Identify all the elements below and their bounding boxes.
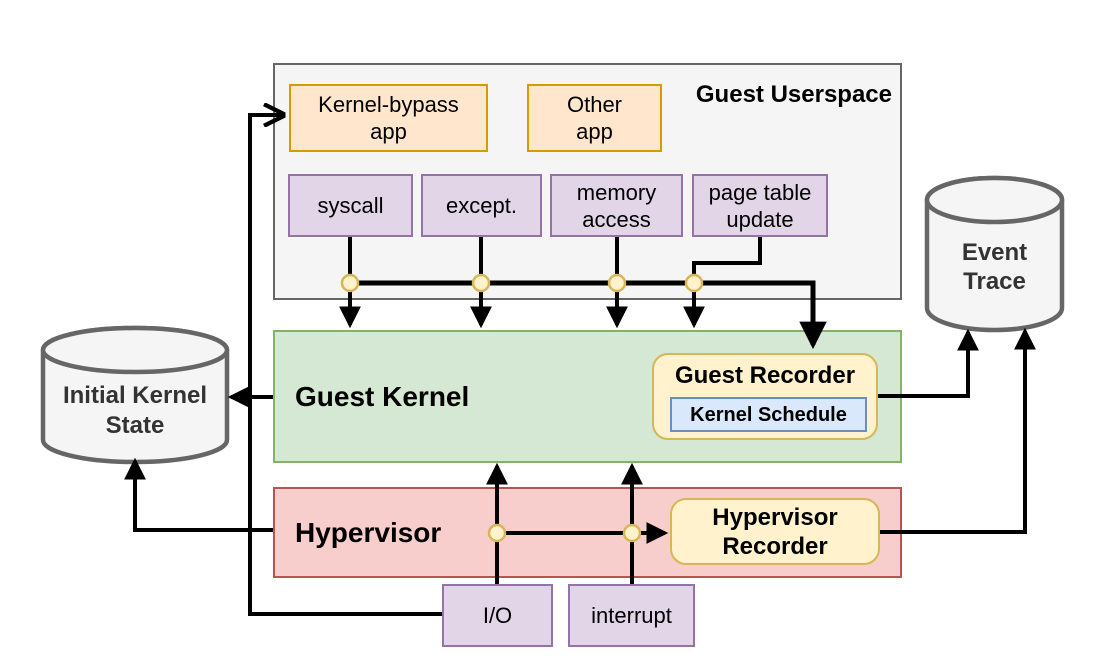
initial-kernel-state-label-line2: State xyxy=(105,412,165,439)
initial-kernel-state-label-line1: Initial Kernel xyxy=(62,382,208,409)
memory-access-label-line2: access xyxy=(582,206,651,232)
io-label: I/O xyxy=(482,603,513,628)
hypervisor-title: Hypervisor xyxy=(295,516,442,548)
other-app-label-line2: app xyxy=(576,119,613,144)
kernel-bypass-app-box: Kernel-bypass app xyxy=(289,84,488,152)
arrow-hypervisor-to-initial-kernel-state xyxy=(124,457,273,532)
io-box: I/O xyxy=(442,584,553,647)
guest-userspace-title: Guest Userspace xyxy=(695,80,892,108)
syscall-box: syscall xyxy=(288,174,413,237)
kernel-bypass-app-label-line2: app xyxy=(370,119,407,144)
exception-box: except. xyxy=(421,174,542,237)
hypervisor-recorder-box: Hypervisor Recorder xyxy=(670,498,880,565)
page-table-update-label-line2: update xyxy=(726,206,794,232)
interrupt-label: interrupt xyxy=(591,603,672,628)
initial-kernel-state-label: Initial Kernel State xyxy=(45,381,225,441)
kernel-schedule-label: Kernel Schedule xyxy=(690,403,847,426)
event-trace-label: Event Trace xyxy=(927,238,1062,296)
kernel-schedule-box: Kernel Schedule xyxy=(670,397,867,432)
memory-access-box: memory access xyxy=(550,174,683,237)
exception-label: except. xyxy=(446,193,517,218)
other-app-label-line1: Other xyxy=(566,92,623,117)
other-app-box: Other app xyxy=(527,84,662,152)
memory-access-label-line1: memory xyxy=(576,179,657,205)
hypervisor-recorder-label-line2: Recorder xyxy=(722,532,828,560)
page-table-update-label-line1: page table xyxy=(708,179,812,205)
interrupt-box: interrupt xyxy=(568,584,695,647)
hypervisor-recorder-label-line1: Hypervisor xyxy=(712,503,838,531)
kernel-bypass-app-label-line1: Kernel-bypass xyxy=(318,92,459,117)
event-trace-label-line2: Trace xyxy=(963,268,1026,295)
syscall-label: syscall xyxy=(317,193,384,218)
guest-kernel-title: Guest Kernel xyxy=(295,380,470,412)
event-trace-label-line1: Event xyxy=(961,239,1028,266)
page-table-update-box: page table update xyxy=(692,174,828,237)
guest-recorder-title: Guest Recorder xyxy=(674,362,856,389)
